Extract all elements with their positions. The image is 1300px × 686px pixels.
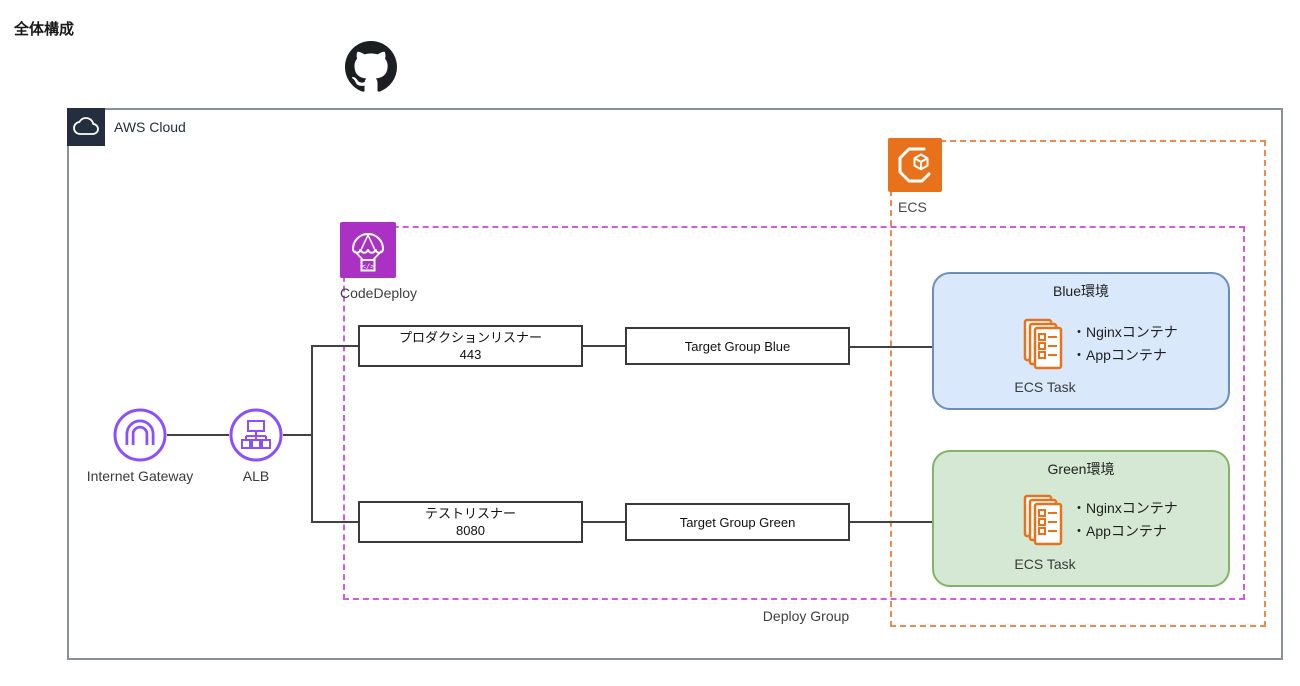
production-listener-box: プロダクションリスナー 443: [358, 325, 583, 367]
alb-label: ALB: [242, 468, 270, 484]
connector-trunk: [311, 345, 313, 523]
production-listener-port: 443: [459, 347, 482, 362]
target-group-green-box: Target Group Green: [625, 503, 850, 541]
aws-cloud-label: AWS Cloud: [114, 119, 186, 135]
codedeploy-icon: </>: [340, 222, 396, 278]
blue-environment-title: Blue環境: [1052, 283, 1110, 299]
test-listener-box: テストリスナー 8080: [358, 501, 583, 543]
ecs-group-label: ECS: [898, 199, 927, 215]
blue-container-app: ・Appコンテナ: [1072, 347, 1167, 363]
test-listener-port: 8080: [456, 523, 485, 538]
svg-text:</>: </>: [362, 263, 375, 271]
connector-trunk-production-listener: [311, 345, 358, 347]
blue-container-list: ・Nginxコンテナ ・Appコンテナ: [1072, 321, 1178, 367]
connector-trunk-test-listener: [311, 521, 358, 523]
connector-alb-trunk: [283, 434, 312, 436]
green-container-app: ・Appコンテナ: [1072, 523, 1167, 539]
connector-test-listener-tg-green: [583, 521, 625, 523]
aws-cloud-icon: [67, 108, 105, 146]
test-listener-name: テストリスナー: [424, 506, 516, 521]
production-listener-name: プロダクションリスナー: [398, 330, 542, 345]
internet-gateway-icon: [113, 408, 167, 462]
arrow-tg-green-to-ecs-task: [850, 521, 1012, 523]
ecs-task-icon-green: [1023, 494, 1067, 555]
green-ecs-task-label: ECS Task: [1014, 556, 1076, 572]
alb-icon: [229, 408, 283, 462]
ecs-group-boundary: [890, 140, 1266, 627]
codedeploy-group-boundary: [343, 226, 1245, 600]
internet-gateway-label: Internet Gateway: [86, 468, 194, 484]
green-container-list: ・Nginxコンテナ ・Appコンテナ: [1072, 497, 1178, 543]
github-icon: [345, 41, 397, 93]
page-title: 全体構成: [14, 21, 75, 38]
blue-environment-box: [932, 272, 1230, 410]
ecs-task-icon-blue: [1023, 318, 1067, 379]
green-container-nginx: ・Nginxコンテナ: [1072, 500, 1178, 516]
target-group-green-label: Target Group Green: [679, 514, 796, 530]
codedeploy-group-label: CodeDeploy: [340, 285, 418, 301]
ecs-service-icon: [888, 138, 942, 192]
connector-production-listener-tg-blue: [583, 345, 625, 347]
green-environment-title: Green環境: [1047, 461, 1115, 477]
connector-igw-alb: [167, 434, 229, 436]
target-group-blue-label: Target Group Blue: [684, 338, 791, 354]
green-environment-box: [932, 450, 1230, 587]
deploy-group-label: Deploy Group: [762, 608, 850, 624]
blue-ecs-task-label: ECS Task: [1014, 379, 1076, 395]
blue-container-nginx: ・Nginxコンテナ: [1072, 324, 1178, 340]
arrow-tg-blue-to-ecs-task: [850, 346, 1012, 348]
target-group-blue-box: Target Group Blue: [625, 327, 850, 365]
